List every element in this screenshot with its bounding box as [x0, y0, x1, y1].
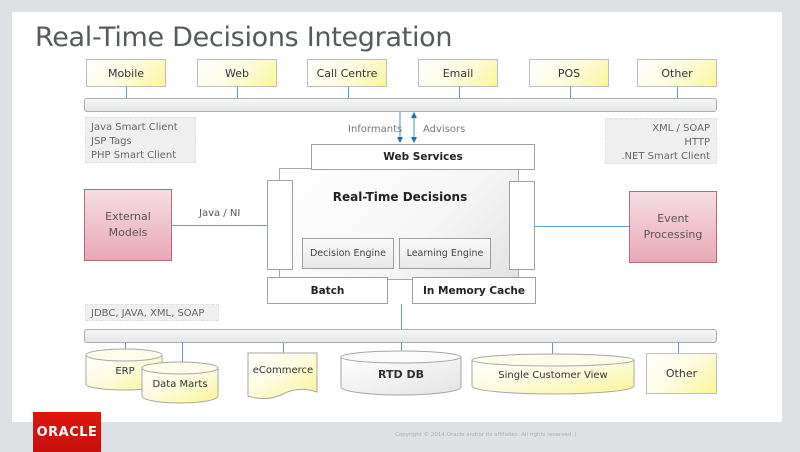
channel-pos: POS — [529, 59, 609, 87]
decision-engine-box: Decision Engine — [302, 238, 394, 269]
page-title: Real-Time Decisions Integration — [35, 22, 453, 53]
data-protocols-note: JDBC, JAVA, XML, SOAP — [85, 304, 219, 321]
client-protocols-note: Java Smart Client JSP Tags PHP Smart Cli… — [85, 117, 196, 163]
event-processing-box: Event Processing — [629, 191, 717, 263]
protocol-item: .NET Smart Client — [621, 151, 710, 162]
channel-web: Web — [197, 59, 277, 87]
external-models-box: External Models — [84, 189, 172, 261]
channel-mobile: Mobile — [86, 59, 166, 87]
ecommerce-document — [247, 352, 318, 400]
connector — [172, 225, 267, 226]
connector — [678, 343, 679, 354]
erp-label: ERP — [115, 365, 135, 377]
connector — [459, 87, 460, 99]
batch-box: Batch — [267, 277, 388, 304]
informants-label: Informants — [348, 124, 403, 135]
service-protocols-note: XML / SOAP HTTP .NET Smart Client — [605, 118, 717, 164]
event-processing-label: Event Processing — [643, 212, 703, 241]
single-customer-view-cylinder — [471, 353, 635, 395]
copyright-text: Copyright © 2014 Oracle and/or its affil… — [395, 432, 577, 438]
right-adapter — [509, 181, 535, 270]
advisors-label: Advisors — [423, 124, 466, 135]
arrow-down-icon — [411, 137, 417, 143]
protocol-item: XML / SOAP — [652, 123, 710, 134]
in-memory-cache-box: In Memory Cache — [412, 277, 536, 304]
channel-call-centre: Call Centre — [307, 59, 387, 87]
channel-email: Email — [418, 59, 498, 87]
connector — [126, 87, 127, 99]
channel-other: Other — [637, 59, 717, 87]
data-marts-cylinder — [141, 361, 219, 404]
single-customer-view-label: Single Customer View — [498, 369, 608, 381]
learning-engine-box: Learning Engine — [399, 238, 491, 269]
rtd-db-cylinder — [340, 350, 462, 396]
connector — [552, 343, 553, 354]
erp-data-marts-cylinders — [85, 348, 219, 404]
connector — [237, 87, 238, 99]
core-title: Real-Time Decisions — [332, 190, 468, 204]
protocol-item: HTTP — [684, 137, 710, 148]
connector — [535, 226, 629, 227]
other-source-box: Other — [646, 353, 717, 394]
connector — [283, 343, 284, 353]
protocol-item: JSP Tags — [91, 136, 132, 147]
arrow-up-icon — [411, 112, 417, 118]
left-adapter — [267, 180, 293, 270]
top-bus — [84, 98, 717, 112]
arrow-down-icon — [397, 137, 403, 143]
java-ni-label: Java / NI — [199, 208, 241, 219]
connector — [677, 87, 678, 99]
protocol-item: Java Smart Client — [91, 122, 178, 133]
informants-advisors-arrows — [397, 112, 417, 143]
connector — [125, 343, 126, 351]
web-services-box: Web Services — [311, 144, 535, 170]
connector — [401, 343, 402, 351]
external-models-label: External Models — [105, 210, 151, 239]
connector — [401, 304, 402, 330]
data-marts-label: Data Marts — [152, 378, 208, 390]
rtd-db-label: RTD DB — [378, 367, 424, 381]
bottom-bus — [84, 329, 717, 343]
ecommerce-label: eCommerce — [252, 364, 314, 376]
connector — [182, 343, 183, 363]
connector — [570, 87, 571, 99]
oracle-logo: ORACLE — [33, 412, 101, 452]
protocol-item: PHP Smart Client — [91, 150, 177, 161]
connector — [348, 87, 349, 99]
